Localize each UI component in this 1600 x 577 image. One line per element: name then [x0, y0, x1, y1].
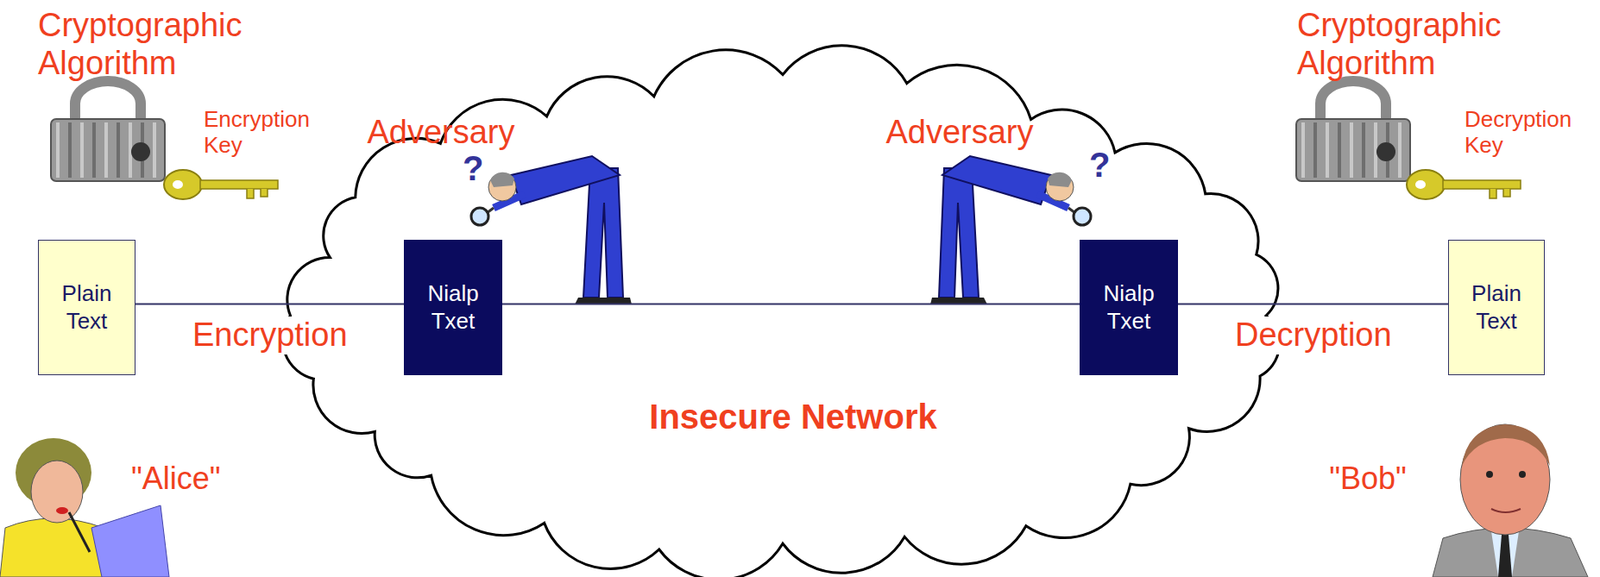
key-icon	[163, 170, 278, 200]
padlock-icon	[50, 81, 165, 182]
network-label: Insecure Network	[534, 396, 1052, 437]
question-mark: ?	[1089, 144, 1115, 185]
connector-line	[1177, 303, 1449, 306]
bob-figure	[1432, 424, 1588, 577]
edge-label: Encryption	[188, 316, 352, 355]
adversary-figure	[930, 156, 1091, 305]
ciphertext-box: Nialp Txet	[1079, 239, 1178, 376]
algorithm-title: Cryptographic Algorithm	[1297, 6, 1556, 82]
connector-line	[502, 303, 1080, 306]
alice-figure	[0, 438, 170, 577]
edge-label: Decryption	[1231, 316, 1396, 355]
algorithm-title: Cryptographic Algorithm	[37, 6, 297, 82]
person-name: "Bob"	[1320, 460, 1416, 497]
cloud-outline	[282, 45, 1279, 577]
adversary-label: Adversary	[354, 113, 528, 152]
plaintext-box: Plain Text	[37, 239, 136, 376]
key-label: Encryption Key	[203, 107, 334, 159]
padlock-icon	[1296, 81, 1411, 182]
box-text: Plain Text	[1459, 280, 1534, 334]
question-mark: ?	[462, 148, 489, 189]
ciphertext-box: Nialp Txet	[403, 239, 503, 376]
adversary-label: Adversary	[873, 113, 1046, 152]
person-name: "Alice"	[131, 460, 270, 497]
key-label: Decryption Key	[1464, 107, 1594, 159]
box-text: Nialp Txet	[1090, 280, 1167, 334]
connector-line	[135, 303, 404, 306]
box-text: Nialp Txet	[415, 280, 492, 334]
plaintext-box: Plain Text	[1448, 239, 1545, 376]
key-icon	[1406, 170, 1521, 200]
box-text: Plain Text	[49, 280, 125, 334]
